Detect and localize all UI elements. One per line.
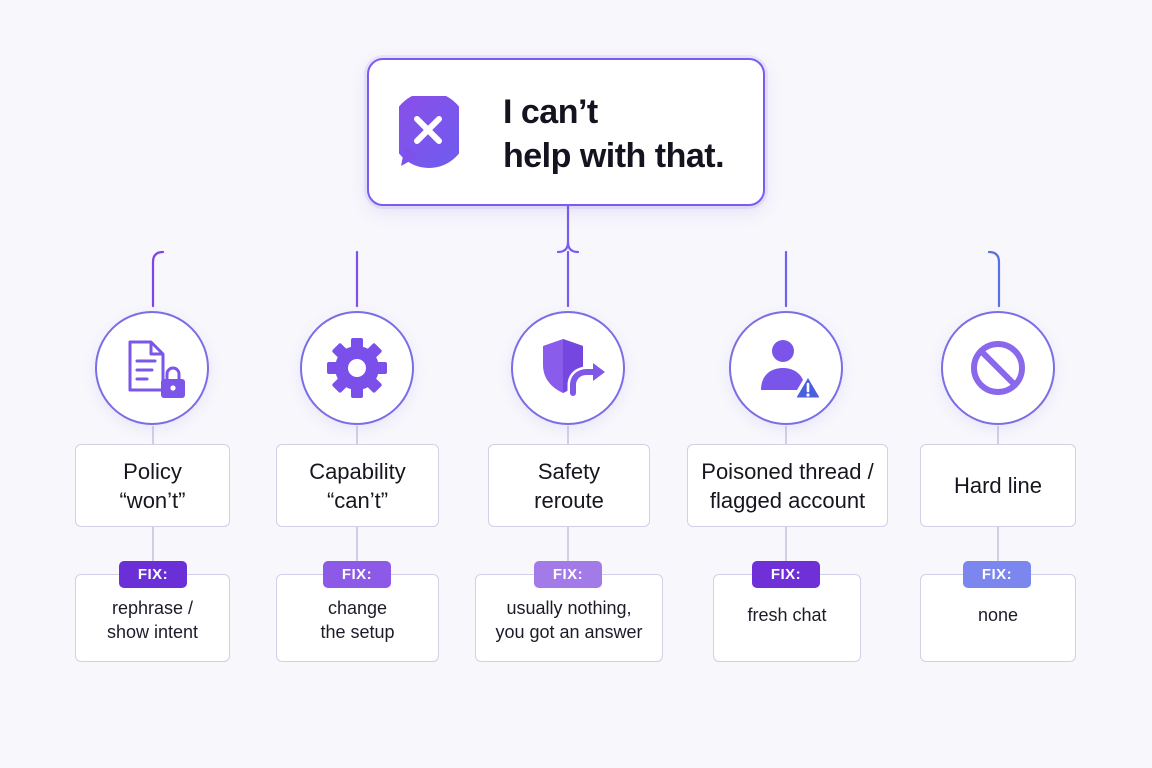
category-poisoned-thread-card: Poisoned thread / flagged account [687,444,888,527]
root-message-card: I can’t help with that. [367,58,765,206]
fix-poisoned-thread-card: fresh chat [713,574,861,662]
fix-text-line-1: none [977,605,1019,625]
category-capability-card: Capability “can’t” [276,444,439,527]
category-label-line-2: “can’t” [326,487,389,513]
category-label-line-1: Hard line [953,473,1043,498]
fix-text-line-1: rephrase / [111,598,194,618]
root-title: I can’t help with that. [503,90,753,178]
fix-capability-card: change the setup [276,574,439,662]
category-label-line-1: Policy [123,458,182,484]
category-label-line-2: reroute [534,487,604,513]
fix-badge: FIX: [752,561,820,588]
user-warning-icon [729,311,843,425]
root-title-line-1: I can’t [503,93,598,131]
prohibited-icon [941,311,1055,425]
fix-badge: FIX: [534,561,602,588]
shield-redirect-icon [511,311,625,425]
category-policy-card: Policy “won’t” [75,444,230,527]
fix-badge: FIX: [323,561,391,588]
fix-text-line-2: show intent [106,622,199,642]
fix-badge: FIX: [119,561,187,588]
fix-text-line-1: usually nothing, [506,598,632,618]
category-label-line-1: Capability [309,458,406,484]
gear-icon [300,311,414,425]
category-label-line-1: Poisoned thread / [701,458,874,484]
category-label-line-1: Safety [537,458,601,484]
category-label-line-2: flagged account [709,487,866,513]
speech-bubble-x-icon [391,92,467,172]
category-hard-line-card: Hard line [920,444,1076,527]
category-safety-card: Safety reroute [488,444,650,527]
fix-hard-line-card: none [920,574,1076,662]
fix-text-line-2: you got an answer [495,622,643,642]
category-label-line-2: “won’t” [119,487,186,513]
fix-badge: FIX: [963,561,1031,588]
fix-text-line-1: fresh chat [747,605,827,625]
fix-text-line-2: the setup [320,622,395,642]
fix-text-line-1: change [327,598,388,618]
root-title-line-2: help with that. [503,137,725,175]
locked-document-icon [95,311,209,425]
